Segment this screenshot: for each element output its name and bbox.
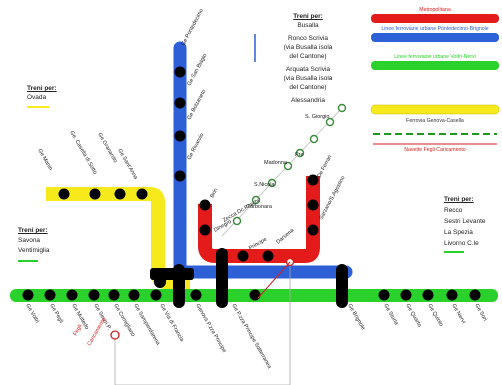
legend-fgs-label: Navette Fegli Caricamento [404, 147, 466, 153]
trains-ovada-block: Treni per: Ovada [27, 84, 57, 108]
green-stations [22, 289, 481, 301]
trains-ovada-title: Treni per: [27, 85, 57, 92]
trains-ovada-underline [27, 106, 49, 108]
lbl-bolzaneto: Ge Bolzaneto [186, 89, 207, 121]
trains-north-line-4: Arquata Scrivia [285, 66, 331, 73]
lbl-corvetto: Carbonara [246, 204, 273, 210]
trains-north-line-1: Ronco Scrivia [287, 35, 329, 42]
metro-stations [199, 174, 319, 262]
legend-metro-swatch [371, 14, 499, 23]
trains-west-title: Treni per: [18, 227, 48, 234]
trains-north-line-2: (via Busalla isola [283, 44, 333, 51]
lbl-g2: Ge Pegli [48, 303, 64, 324]
trains-north-line-3: del Cantone) [289, 53, 327, 60]
legend-yellow-label: Ferrovia Genova-Casella [406, 118, 464, 124]
trains-north-line-0: Busalla [297, 22, 319, 29]
trains-west-underline [18, 260, 38, 262]
lbl-g8: Genova P.zza Principe [194, 303, 227, 354]
trains-east-line-0: Recco [444, 207, 463, 214]
trains-west-block: Treni per: Savona Ventimiglia [18, 226, 49, 262]
lbl-fegli: Fegli [73, 324, 84, 337]
lbl-sanbiagio: Ge San Biagio [186, 53, 208, 87]
lbl-ycasella: Ge. Casella di Sotto [68, 130, 98, 175]
legend-yellow-swatch [370, 104, 500, 115]
trains-west-line-1: Ventimiglia [18, 247, 50, 254]
lbl-ycampasso: Ge Sant'Anna [116, 148, 139, 181]
trains-north-line-5: (via Busalla isola [283, 75, 333, 82]
legend-metro-label: Metropolitana [419, 7, 451, 13]
lbl-g11: Ge Sturla [382, 303, 399, 327]
lbl-brin: Brin [209, 187, 219, 198]
lbl-g1: Ge Voltri [24, 303, 40, 324]
lbl-sarzano: Pre [295, 152, 304, 158]
lbl-ygranarolo: Ge Granarolo [96, 132, 118, 164]
trains-east-title: Treni per: [444, 196, 474, 203]
metro-line [198, 176, 320, 263]
fgs-path [110, 257, 295, 385]
trains-north-title: Treni per: [293, 13, 323, 20]
lbl-caricamento: Caricamento [87, 317, 108, 347]
legend-green-label: Linee ferroviarie urbane Voltri-Nervi [394, 54, 476, 60]
lbl-ychiesa: Ge Manin [36, 148, 53, 172]
trains-ovada-line-0: Ovada [27, 94, 47, 101]
lbl-pontedecimo: Ge Pontedecimo [180, 8, 205, 47]
lbl-g7: Ge Via di Francia [158, 303, 185, 344]
lbl-brignole: Sarzano/S.Agostino [318, 175, 346, 221]
yellow-stations [58, 188, 148, 200]
lbl-g12: Ge Quarto [404, 303, 422, 328]
lbl-g13: Ge Quinto [426, 303, 444, 328]
trains-north-line-6: del Cantone) [289, 84, 327, 91]
trains-east-block: Treni per: Recco Sestri Levante La Spezi… [444, 194, 486, 253]
trains-east-underline [444, 251, 464, 253]
lbl-madonna: Madonna [264, 160, 288, 166]
blue-stations [174, 66, 186, 182]
lbl-g15: Ge Sori [473, 303, 488, 322]
trains-west-line-0: Savona [18, 237, 41, 244]
lbl-g9: Ge P.zza Principe Sotterranea [230, 303, 272, 371]
dotted-branch [221, 103, 347, 237]
trains-east-line-3: Livorno C.le [444, 240, 479, 247]
trains-east-line-2: La Spezia [444, 229, 473, 236]
lbl-g10: Ge Brignole [346, 303, 366, 331]
lbl-deferrari: De Ferrari [316, 154, 333, 179]
legend-blue-label: Linee ferroviarie urbane Pontedecimo-Bri… [381, 26, 488, 32]
trains-north-block: Treni per: Busalla Ronco Scrivia (via Bu… [266, 12, 350, 105]
trains-east-line-1: Sestri Levante [444, 218, 486, 225]
legend: Metropolitana Linee ferroviarie urbane P… [370, 7, 500, 153]
lbl-darsena: Darsena [275, 227, 296, 246]
trains-north-line-7: Alessandria [291, 97, 325, 104]
lbl-corvetto2: Zecca Dc.Peschi [222, 198, 261, 224]
lbl-g6: Ge Sampierdarena [132, 303, 161, 347]
lbl-sanbenigno: S.Nicola [254, 182, 275, 188]
lbl-rivarolo: Ge Rivarolo [186, 132, 205, 160]
legend-blue-swatch [371, 33, 499, 42]
lbl-sangiorgio: S. Giorgio [305, 114, 329, 120]
lbl-g14: Ge Nervi [450, 303, 466, 325]
legend-green-swatch [371, 61, 499, 70]
black-block-yellow-end [150, 268, 194, 280]
